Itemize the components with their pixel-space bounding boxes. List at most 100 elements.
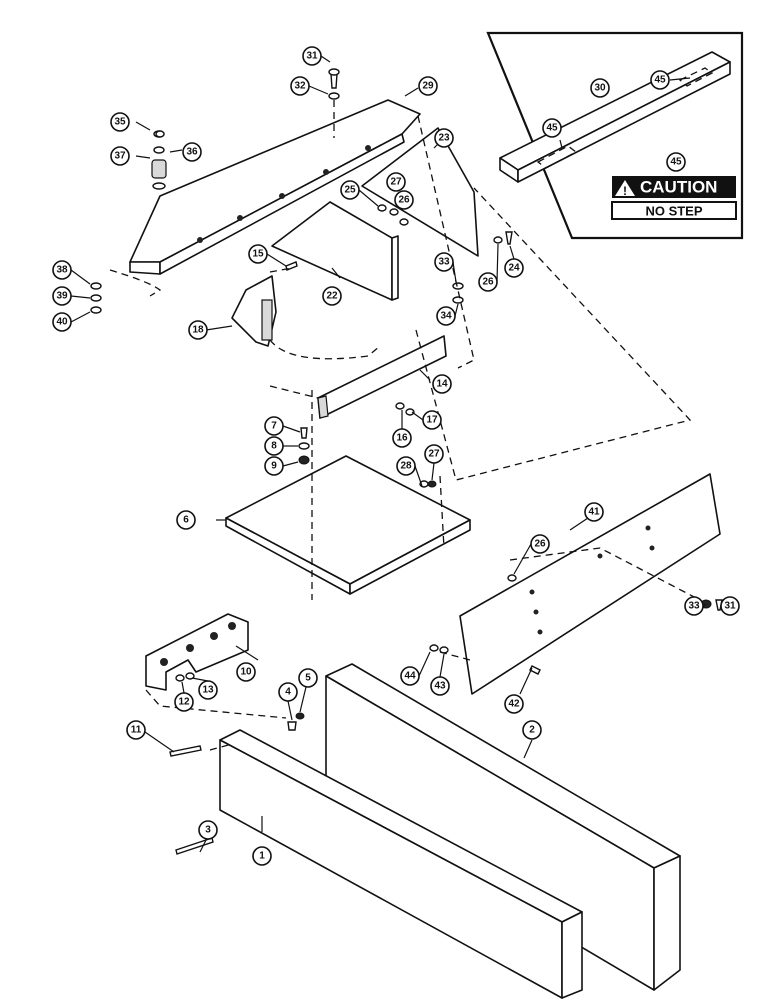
rubber-mount-37 bbox=[151, 130, 167, 190]
warning-triangle-icon bbox=[615, 180, 635, 196]
hardware-leaders bbox=[70, 55, 707, 753]
svg-text:9: 9 bbox=[271, 461, 277, 472]
bolt-11 bbox=[169, 745, 202, 757]
side-panel-41 bbox=[459, 473, 721, 695]
callout-30: 30 bbox=[590, 78, 610, 98]
callout-45b: 45 bbox=[542, 118, 562, 138]
svg-text:31: 31 bbox=[306, 51, 318, 62]
svg-text:35: 35 bbox=[114, 117, 126, 128]
svg-text:45: 45 bbox=[654, 75, 666, 86]
svg-text:27: 27 bbox=[428, 449, 440, 460]
callout-45a: 45 bbox=[650, 70, 670, 90]
bolt-31-top bbox=[330, 73, 338, 89]
callout-4: 4 bbox=[278, 682, 298, 702]
svg-text:40: 40 bbox=[56, 317, 68, 328]
svg-text:22: 22 bbox=[326, 291, 338, 302]
callout-41: 41 bbox=[584, 502, 604, 522]
svg-text:28: 28 bbox=[400, 461, 412, 472]
bracket-10 bbox=[145, 613, 249, 691]
callout-27a: 27 bbox=[386, 172, 406, 192]
callout-11: 11 bbox=[126, 720, 146, 740]
callout-33a: 33 bbox=[434, 252, 454, 272]
svg-text:1: 1 bbox=[259, 851, 265, 862]
svg-text:23: 23 bbox=[438, 133, 450, 144]
svg-text:12: 12 bbox=[178, 697, 190, 708]
callout-6: 6 bbox=[176, 510, 196, 530]
callout-29: 29 bbox=[418, 76, 438, 96]
svg-text:18: 18 bbox=[192, 325, 204, 336]
callout-33b: 33 bbox=[684, 596, 704, 616]
callout-26a: 26 bbox=[394, 190, 414, 210]
callout-16: 16 bbox=[392, 428, 412, 448]
callout-1: 1 bbox=[252, 846, 272, 866]
svg-text:16: 16 bbox=[396, 433, 408, 444]
callout-26c: 26 bbox=[530, 534, 550, 554]
callout-36: 36 bbox=[182, 142, 202, 162]
bolt-3 bbox=[175, 837, 214, 855]
svg-text:33: 33 bbox=[688, 601, 700, 612]
callout-24: 24 bbox=[504, 258, 524, 278]
svg-text:41: 41 bbox=[588, 507, 600, 518]
callout-22: 22 bbox=[322, 286, 342, 306]
callout-34: 34 bbox=[436, 306, 456, 326]
callout-38: 38 bbox=[52, 260, 72, 280]
top-cover-29 bbox=[129, 99, 421, 275]
svg-text:38: 38 bbox=[56, 265, 68, 276]
svg-text:24: 24 bbox=[508, 263, 520, 274]
assembly-lines bbox=[109, 100, 701, 751]
svg-text:4: 4 bbox=[285, 687, 291, 698]
no-step-box bbox=[611, 201, 737, 220]
callout-9: 9 bbox=[264, 456, 284, 476]
svg-text:15: 15 bbox=[252, 249, 264, 260]
callout-17: 17 bbox=[422, 410, 442, 430]
callout-15: 15 bbox=[248, 244, 268, 264]
callout-42: 42 bbox=[504, 694, 524, 714]
svg-text:10: 10 bbox=[240, 667, 252, 678]
callout-43: 43 bbox=[430, 676, 450, 696]
callout-45c: 45 bbox=[666, 152, 686, 172]
svg-text:45: 45 bbox=[546, 123, 558, 134]
callout-37: 37 bbox=[110, 146, 130, 166]
svg-text:27: 27 bbox=[390, 177, 402, 188]
svg-text:26: 26 bbox=[534, 539, 546, 550]
svg-text:13: 13 bbox=[202, 685, 214, 696]
svg-text:30: 30 bbox=[594, 83, 606, 94]
callout-2: 2 bbox=[522, 720, 542, 740]
svg-text:33: 33 bbox=[438, 257, 450, 268]
callout-3: 3 bbox=[198, 820, 218, 840]
callout-27b: 27 bbox=[424, 444, 444, 464]
callout-31a: 31 bbox=[302, 46, 322, 66]
svg-text:45: 45 bbox=[670, 157, 682, 168]
callout-26b: 26 bbox=[478, 272, 498, 292]
svg-text:32: 32 bbox=[294, 81, 306, 92]
callout-44: 44 bbox=[400, 666, 420, 686]
svg-text:8: 8 bbox=[271, 441, 277, 452]
svg-text:26: 26 bbox=[482, 277, 494, 288]
svg-text:3: 3 bbox=[205, 825, 211, 836]
no-step-label: NO STEP bbox=[645, 204, 702, 219]
callout-14: 14 bbox=[432, 374, 452, 394]
svg-text:25: 25 bbox=[344, 185, 356, 196]
svg-text:42: 42 bbox=[508, 699, 520, 710]
svg-text:5: 5 bbox=[305, 673, 311, 684]
svg-text:36: 36 bbox=[186, 147, 198, 158]
caution-label: CAUTION bbox=[640, 178, 717, 197]
callout-39: 39 bbox=[52, 286, 72, 306]
warning-symbol: ! bbox=[623, 184, 627, 198]
callout-7: 7 bbox=[264, 416, 284, 436]
panel-23 bbox=[361, 127, 479, 257]
callout-25: 25 bbox=[340, 180, 360, 200]
svg-text:37: 37 bbox=[114, 151, 126, 162]
callout-13: 13 bbox=[198, 680, 218, 700]
inset-decal-outline-2 bbox=[678, 67, 714, 87]
svg-text:44: 44 bbox=[404, 671, 416, 682]
callout-5: 5 bbox=[298, 668, 318, 688]
callout-8: 8 bbox=[264, 436, 284, 456]
panel-22 bbox=[271, 201, 393, 301]
svg-text:29: 29 bbox=[422, 81, 434, 92]
svg-text:7: 7 bbox=[271, 421, 277, 432]
svg-text:17: 17 bbox=[426, 415, 438, 426]
caution-banner bbox=[612, 176, 736, 198]
floor-plate-6 bbox=[225, 455, 471, 585]
